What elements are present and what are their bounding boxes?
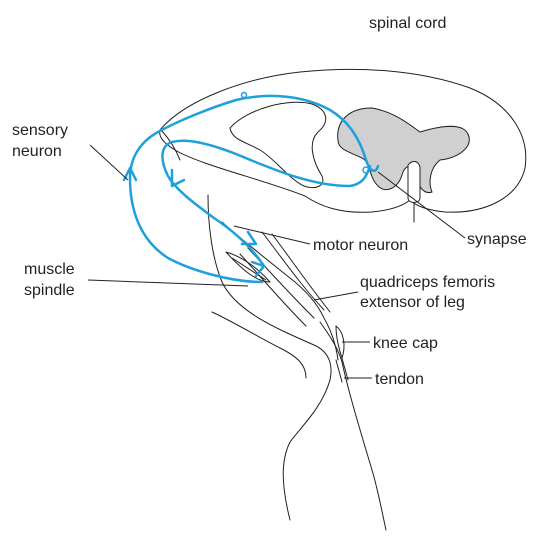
quadriceps-leader <box>314 292 358 300</box>
sensory-leader <box>90 145 128 180</box>
motor-leader <box>234 226 310 244</box>
sensory-cell-body <box>242 93 247 98</box>
tendon-label: tendon <box>375 371 424 388</box>
motor-neuron-label: motor neuron <box>313 237 408 254</box>
muscle-spindle-label-line2: spindle <box>24 282 75 299</box>
quadriceps-label-line1: quadriceps femoris <box>360 274 495 291</box>
labels: spinal cord sensory neuron motor neuron … <box>12 15 527 388</box>
muscle-spindle-label-line1: muscle <box>24 261 75 278</box>
spindle-leader <box>88 280 248 286</box>
sensory-neuron-label-line2: neuron <box>12 143 62 160</box>
sensory-neuron-label-line1: sensory <box>12 122 68 139</box>
spinal-cord-label: spinal cord <box>369 15 446 32</box>
synapse-label: synapse <box>467 231 527 248</box>
calf-outline <box>212 312 306 378</box>
tendon-line-2 <box>336 360 342 382</box>
quadriceps-label-line2: extensor of leg <box>360 294 465 311</box>
grey-matter <box>338 108 470 193</box>
leg-front-outline <box>320 322 386 530</box>
dorsal-root-ganglion <box>230 102 326 187</box>
knee-cap-label: knee cap <box>373 335 438 352</box>
